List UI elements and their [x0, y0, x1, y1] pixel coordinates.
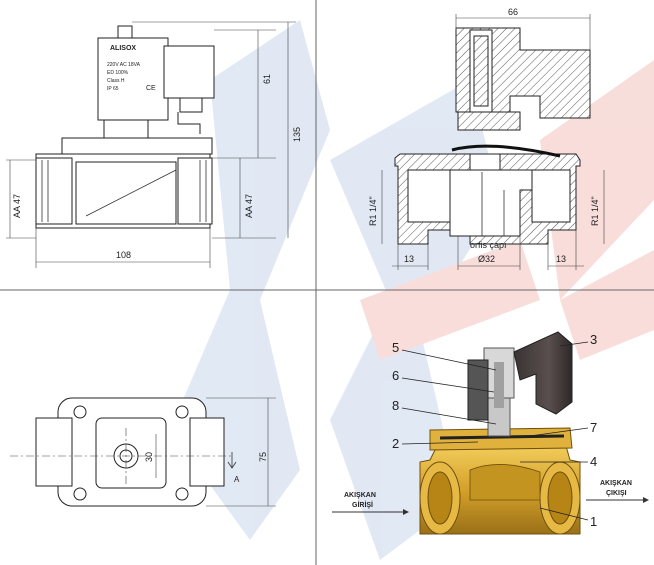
callout-5: 5	[392, 340, 399, 355]
dim-width: 108	[116, 250, 131, 260]
inlet-label-line1: AKIŞKAN	[344, 492, 376, 499]
dim-port-right: AA 47	[244, 194, 254, 218]
thread-left: R1 1/4"	[368, 196, 378, 226]
coil-line-3: Class H	[107, 78, 125, 84]
callout-8: 8	[392, 398, 399, 413]
callout-2: 2	[392, 436, 399, 451]
dim-height-bottom: 75	[258, 452, 268, 462]
inlet-label-line2: GİRİŞİ	[352, 501, 373, 509]
coil-brand: ALISOX	[110, 45, 136, 52]
callout-6: 6	[392, 368, 399, 383]
callout-7: 7	[590, 420, 597, 435]
dim-left: 13	[404, 254, 414, 264]
outlet-label-line1: AKIŞKAN	[600, 480, 632, 487]
section-view: 66 R1 1/4" R1 1/4" orfis çapı Ø32 13 13	[368, 7, 605, 270]
callout-3: 3	[590, 332, 597, 347]
dim-right: 13	[556, 254, 566, 264]
ce-mark: CE	[146, 85, 156, 92]
dim-width-top: 66	[508, 7, 518, 17]
dim-height-total: 135	[292, 127, 302, 142]
orifice-label: orfis çapı	[470, 240, 507, 250]
dim-height-coil: 61	[262, 74, 272, 84]
dim-center: 30	[144, 452, 154, 462]
callout-4: 4	[590, 454, 597, 469]
arrow-label-a: A	[234, 475, 240, 484]
cutaway-view: 5 3 6 8 7 2 4 1 AKIŞKAN GİRİŞİ AKIŞKAN Ç…	[332, 331, 649, 535]
callout-1: 1	[590, 514, 597, 529]
dim-port-left: AA 47	[12, 194, 22, 218]
orifice-dim: Ø32	[478, 254, 495, 264]
coil-line-4: IP 65	[107, 86, 119, 92]
coil-line-1: 220V AC 18VA	[107, 62, 141, 68]
front-view: ALISOX 220V AC 18VA ED 100% Class H IP 6…	[6, 21, 302, 268]
coil-line-2: ED 100%	[107, 70, 129, 76]
thread-right: R1 1/4"	[590, 196, 600, 226]
outlet-label-line2: ÇIKIŞI	[606, 490, 627, 497]
bottom-view: 30 A 75	[10, 397, 276, 507]
